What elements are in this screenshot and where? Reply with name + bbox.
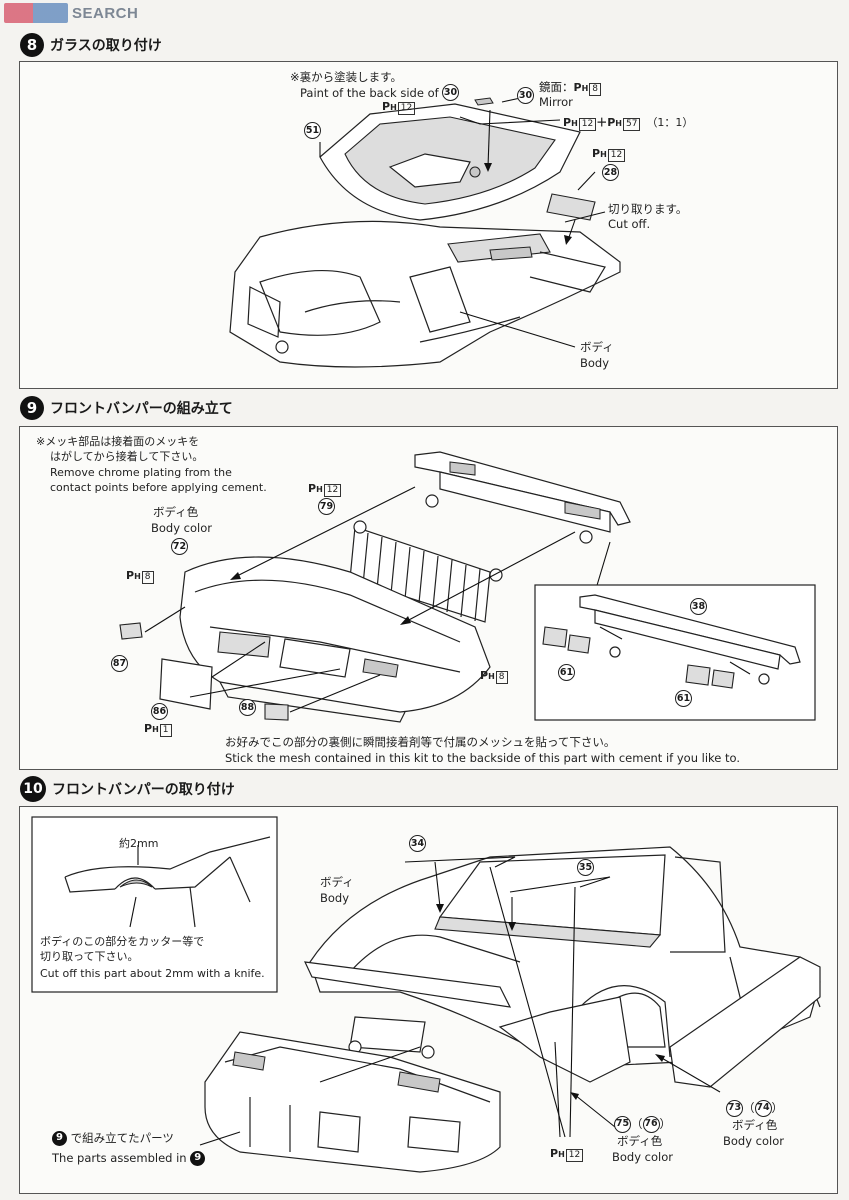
step-9-panel: ※メッキ部品は接着面のメッキを はがしてから接着して下さい。 Remove ch… [19,426,838,770]
step-10-title: フロントバンパーの取り付け [52,782,235,798]
step-10-panel: 約2mm ボディのこの部分をカッター等で 切り取って下さい。 Cut off t… [19,806,838,1194]
body-jp: ボディ [580,340,614,354]
measure-label: 約2mm [119,837,159,850]
cut-jp: 切り取ります。 [608,202,688,216]
part-30-mirror-label: 30 [517,87,534,104]
part-75-label: 75 [614,1116,631,1133]
body-en-10: Body [320,891,350,905]
step-9-ref-icon-en: 9 [190,1151,206,1166]
body-jp-10: ボディ [320,875,354,889]
part-74-label: 74 [754,1100,772,1117]
step-9-illustration [119,451,816,723]
part-61-label-right: 61 [675,690,692,707]
part-73-label: 73 [726,1100,743,1117]
step-9-title: フロントバンパーの組み立て [50,401,233,417]
assembled-en: The parts assembled in 9 [52,1151,206,1166]
bodycolor-jp-73: ボディ色 [732,1118,778,1132]
chrome-note-en-2: contact points before applying cement. [50,481,267,494]
mesh-note-en: Stick the mesh contained in this kit to … [225,751,741,765]
part-34-label: 34 [409,835,426,852]
part-61-label-left: 61 [558,664,575,681]
step-8-panel: ※裏から塗装します。 Paint of the back side of 30 … [19,61,838,389]
part-28-label: 28 [602,164,619,181]
part-75-76-label: 75（76） [614,1116,671,1133]
chrome-note-jp-2: はがしてから接着して下さい。 [50,450,204,463]
bodycolor-jp-72: ボディ色 [153,505,199,519]
part-30-label: 30 [442,84,459,101]
part-72-label: 72 [171,538,188,555]
chrome-note-jp-1: ※メッキ部品は接着面のメッキを [36,435,200,448]
step-8-illustration [229,96,621,368]
watermark-logo [4,3,68,23]
body-en: Body [580,356,610,370]
cut-note-en: Cut off this part about 2mm with a knife… [40,967,265,980]
chrome-note-en-1: Remove chrome plating from the [50,466,232,479]
mirror-en: Mirror [539,95,573,109]
part-51-label: 51 [304,122,321,139]
part-38-label: 38 [690,598,707,615]
bodycolor-en-75: Body color [612,1150,674,1164]
step-10-number: 10 [20,776,46,802]
part-76-label: 76 [642,1116,660,1133]
step-8-header: 8 ガラスの取り付け [20,33,162,57]
step-9-number: 9 [20,396,44,420]
part-35-label: 35 [577,859,594,876]
part-88-label: 88 [239,699,256,716]
watermark-text: SEARCH [72,4,139,22]
step-9-ref-icon: 9 [52,1131,67,1146]
assembled-jp: 9 で組み立てたパーツ [52,1131,174,1146]
cut-en: Cut off. [608,217,651,231]
part-86-label: 86 [151,703,168,720]
cut-note-jp-2: 切り取って下さい。 [40,950,139,963]
step-10-illustration [31,816,821,1173]
step-9-header: 9 フロントバンパーの組み立て [20,396,233,420]
part-73-74-label: 73（74） [726,1100,783,1117]
part-87-label: 87 [111,655,128,672]
step-8-note-jp: ※裏から塗装します。 [290,70,402,84]
part-79-label: 79 [318,498,335,515]
step-10-header: 10 フロントバンパーの取り付け [20,776,235,802]
step-8-title: ガラスの取り付け [50,38,162,54]
step-8-number: 8 [20,33,44,57]
step-8-note-en: Paint of the back side of [300,86,439,100]
bodycolor-en-73: Body color [723,1134,785,1148]
cut-note-jp-1: ボディのこの部分をカッター等で [40,935,205,948]
bodycolor-jp-75: ボディ色 [617,1134,663,1148]
mesh-note-jp: お好みでこの部分の裏側に瞬間接着剤等で付属のメッシュを貼って下さい。 [225,735,616,749]
watermark: SEARCH [4,2,138,24]
bodycolor-en-72: Body color [151,521,213,535]
